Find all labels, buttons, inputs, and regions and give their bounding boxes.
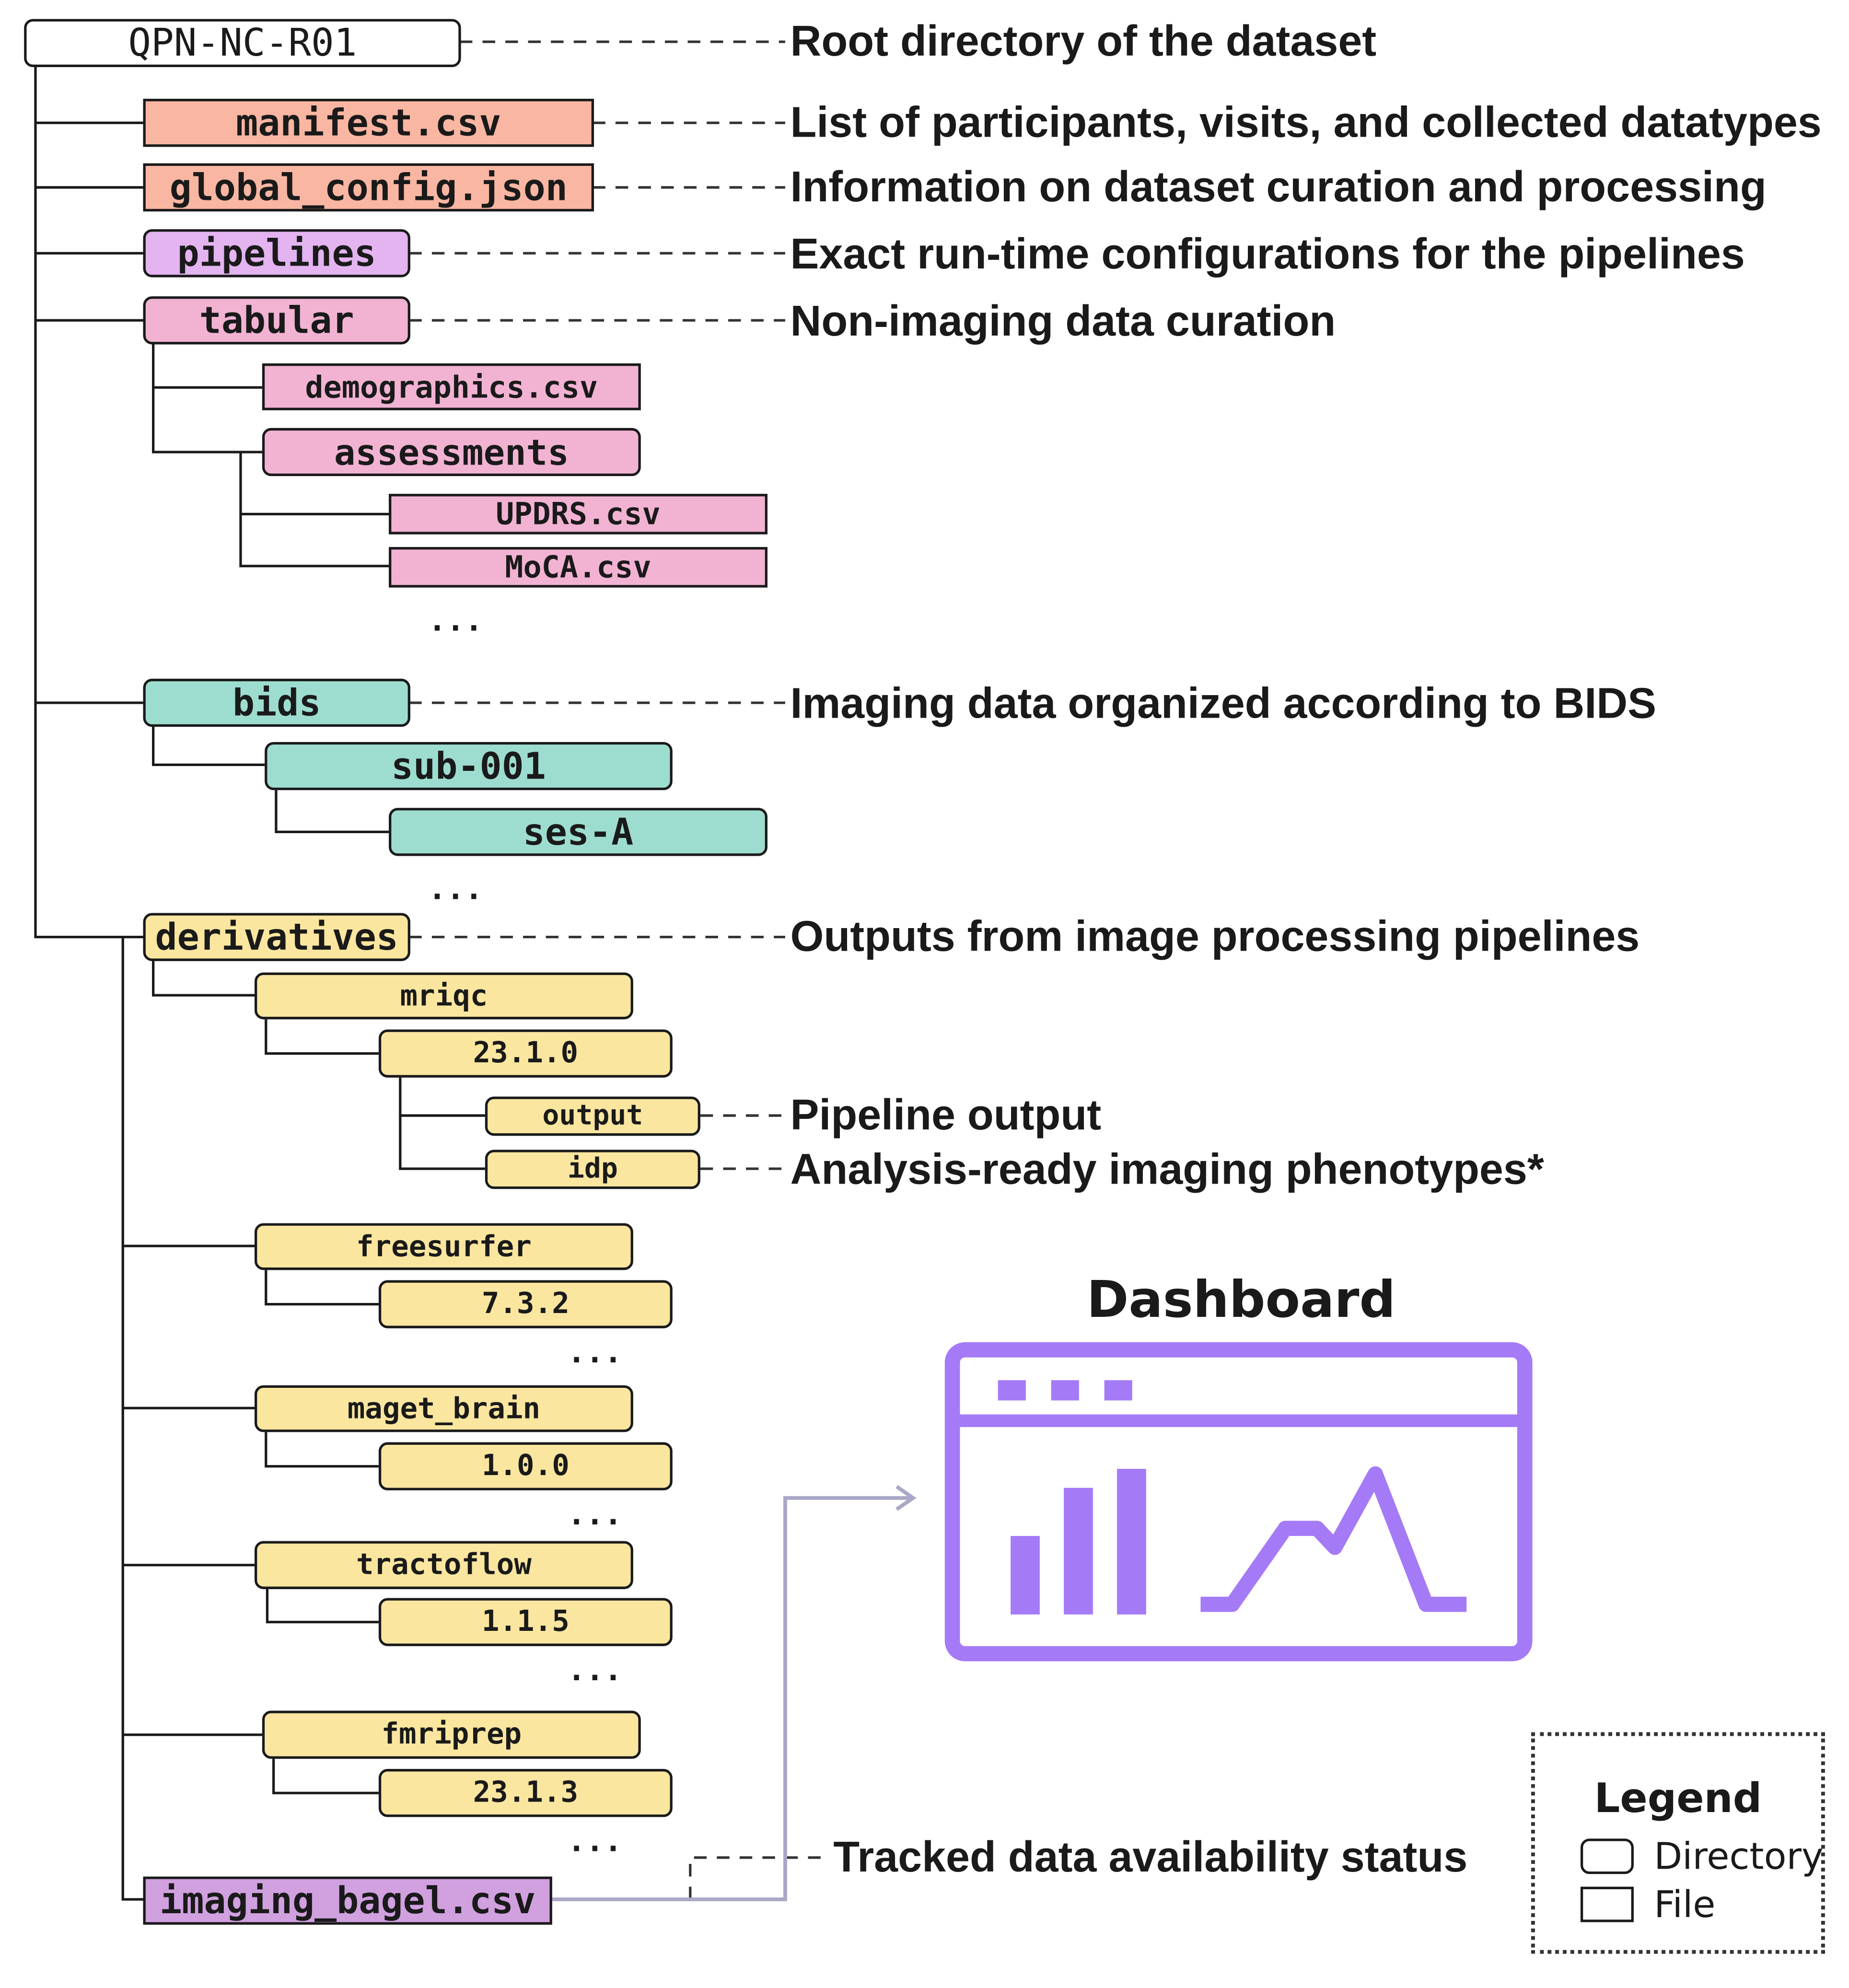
fmriprep-version-directory[interactable]: 23.1.3	[378, 1769, 673, 1817]
branch-idp	[399, 1116, 485, 1170]
leader-imaging-bagel	[689, 1856, 830, 1900]
maget-ellipsis: ...	[567, 1497, 623, 1533]
tabular-directory[interactable]: tabular	[143, 296, 410, 345]
tabular-ellipsis: ...	[428, 603, 483, 639]
freesurfer-directory[interactable]: freesurfer	[255, 1223, 633, 1270]
legend-directory-row: Directory	[1580, 1835, 1824, 1878]
dashboard-bar	[1064, 1488, 1093, 1615]
tractoflow-ellipsis: ...	[567, 1652, 623, 1688]
branch-maget-version	[265, 1432, 379, 1468]
updrs-file[interactable]: UPDRS.csv	[389, 494, 768, 535]
idp-directory[interactable]: idp	[485, 1150, 700, 1189]
dashboard-icon-fills	[998, 1380, 1146, 1615]
output-directory[interactable]: output	[485, 1096, 700, 1136]
moca-file[interactable]: MoCA.csv	[389, 547, 768, 588]
legend-directory-label: Directory	[1654, 1835, 1824, 1878]
legend-file-row: File	[1580, 1883, 1716, 1926]
tractoflow-version-directory[interactable]: 1.1.5	[378, 1598, 673, 1646]
dashboard-bar	[1117, 1469, 1146, 1615]
legend-directory-swatch	[1580, 1838, 1634, 1874]
branch-output	[399, 1077, 485, 1117]
branch-mriqc	[152, 960, 255, 997]
dashboard-titlebar-dot	[1051, 1380, 1079, 1401]
mriqc-version-directory[interactable]: 23.1.0	[378, 1029, 673, 1078]
sub-directory[interactable]: sub-001	[265, 742, 673, 791]
dashboard-bar	[1011, 1536, 1040, 1615]
pipelines-description: Exact run-time configurations for the pi…	[790, 230, 1745, 279]
pipelines-directory[interactable]: pipelines	[143, 229, 410, 278]
demographics-file[interactable]: demographics.csv	[262, 363, 641, 410]
fmriprep-directory[interactable]: fmriprep	[262, 1710, 641, 1759]
freesurfer-ellipsis: ...	[567, 1335, 623, 1370]
root-trunk-line	[34, 66, 143, 939]
maget-brain-directory[interactable]: maget_brain	[255, 1385, 633, 1432]
legend: Legend Directory File	[1531, 1732, 1825, 1954]
legend-file-swatch	[1580, 1886, 1634, 1922]
branch-moca	[239, 514, 389, 568]
manifest-file[interactable]: manifest.csv	[143, 99, 594, 147]
branch-ses	[275, 790, 389, 834]
branch-sub	[152, 725, 265, 767]
assessments-directory[interactable]: assessments	[262, 428, 641, 477]
dashboard-titlebar-dot	[1104, 1380, 1132, 1401]
dashboard-title: Dashboard	[1086, 1271, 1396, 1330]
bids-directory[interactable]: bids	[143, 678, 410, 727]
idp-description: Analysis-ready imaging phenotypes*	[790, 1146, 1544, 1194]
dashboard-titlebar-dot	[998, 1380, 1026, 1401]
derivatives-trunk	[121, 937, 143, 1901]
dashboard-icon	[944, 1342, 1533, 1662]
branch-assessments	[152, 387, 262, 453]
tabular-description: Non-imaging data curation	[790, 297, 1336, 346]
branch-tractoflow-version	[266, 1589, 379, 1624]
imaging-bagel-description: Tracked data availability status	[833, 1833, 1468, 1882]
legend-title: Legend	[1594, 1774, 1762, 1822]
output-description: Pipeline output	[790, 1091, 1102, 1140]
mriqc-directory[interactable]: mriqc	[255, 972, 633, 1020]
imaging-bagel-file[interactable]: imaging_bagel.csv	[143, 1876, 552, 1925]
bids-description: Imaging data organized according to BIDS	[790, 680, 1657, 728]
maget-version-directory[interactable]: 1.0.0	[378, 1442, 673, 1490]
branch-freesurfer-version	[265, 1270, 379, 1306]
global-config-description: Information on dataset curation and proc…	[790, 163, 1767, 212]
freesurfer-version-directory[interactable]: 7.3.2	[378, 1280, 673, 1328]
dashboard-window-frame	[944, 1342, 1533, 1662]
branch-demographics	[152, 344, 262, 389]
derivatives-directory[interactable]: derivatives	[143, 913, 410, 961]
dashboard-arrowhead	[895, 1485, 917, 1511]
ses-directory[interactable]: ses-A	[389, 808, 768, 856]
fmriprep-ellipsis: ...	[567, 1823, 623, 1859]
global-config-file[interactable]: global_config.json	[143, 163, 594, 212]
manifest-description: List of participants, visits, and collec…	[790, 99, 1822, 147]
root-description: Root directory of the dataset	[790, 17, 1377, 66]
tractoflow-directory[interactable]: tractoflow	[255, 1541, 633, 1589]
derivatives-description: Outputs from image processing pipelines	[790, 913, 1640, 961]
dashboard-connector	[552, 1496, 909, 1902]
dashboard-area-chart	[1200, 1466, 1467, 1612]
bids-ellipsis: ...	[428, 871, 483, 907]
root-directory[interactable]: QPN-NC-R01	[24, 19, 461, 67]
branch-fmriprep-version	[272, 1758, 379, 1794]
legend-file-label: File	[1654, 1883, 1716, 1926]
branch-mriqc-version	[265, 1019, 379, 1055]
